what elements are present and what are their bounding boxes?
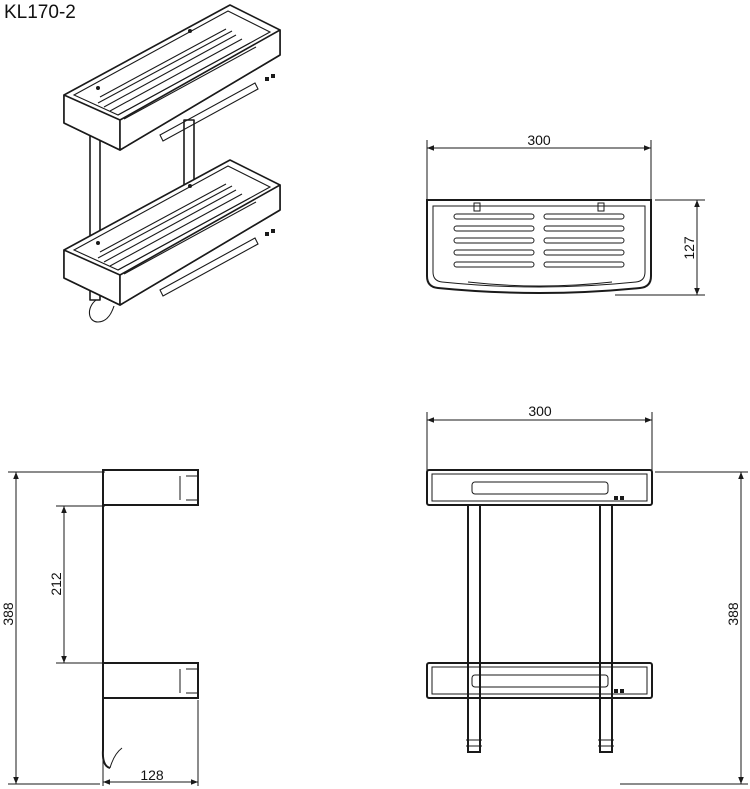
- front-right-upright: [599, 505, 613, 753]
- front-view-width-label: 300: [528, 403, 552, 419]
- front-upper-shelf: [426, 469, 653, 506]
- front-view-height-label: 388: [725, 602, 741, 626]
- side-view-depth-label: 128: [140, 767, 164, 783]
- front-left-upright: [467, 505, 481, 753]
- top-view: 300 127: [426, 132, 705, 296]
- front-view: 300 388: [426, 403, 748, 785]
- front-lower-shelf: [426, 662, 653, 699]
- iso-upper-tier: [63, 4, 281, 151]
- side-upper-shelf: [102, 469, 199, 506]
- side-view-height-label: 388: [0, 602, 16, 626]
- top-basket-outline: [426, 199, 652, 294]
- iso-lower-tier: [63, 159, 281, 306]
- top-view-width-label: 300: [527, 132, 551, 148]
- side-view-spacing-label: 212: [48, 572, 64, 596]
- side-lower-shelf: [102, 662, 199, 699]
- side-upright: [101, 470, 111, 769]
- top-view-depth-label: 127: [681, 236, 697, 260]
- isometric-view: [63, 4, 281, 323]
- side-view: 388 212 128: [0, 469, 199, 786]
- drawing-title: KL170-2: [4, 2, 76, 23]
- iso-hook: [88, 299, 115, 323]
- top-drain-slots: [453, 213, 625, 268]
